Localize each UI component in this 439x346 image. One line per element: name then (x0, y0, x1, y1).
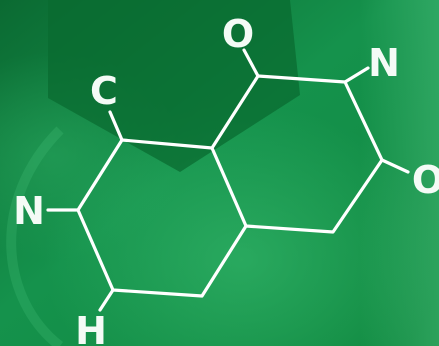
atom-oxygen-top: O (222, 12, 254, 56)
atom-hydrogen-bottom: H (75, 309, 107, 346)
atom-oxygen-right: O (412, 158, 439, 202)
bond-lines (46, 48, 410, 312)
atom-carbon-left: C (90, 69, 118, 113)
bond-nitrogen-top (343, 66, 370, 84)
bond-carbon-left (108, 110, 124, 142)
atom-nitrogen-left: N (13, 189, 45, 233)
left-ring (76, 138, 248, 298)
bond-hydrogen-bottom (98, 288, 115, 312)
atom-nitrogen-top-right: N (368, 41, 400, 85)
decorative-arc (6, 126, 64, 346)
bond-oxygen-top (242, 48, 260, 78)
hexagon-overlay (48, 0, 300, 172)
bond-oxygen-right (380, 158, 410, 174)
